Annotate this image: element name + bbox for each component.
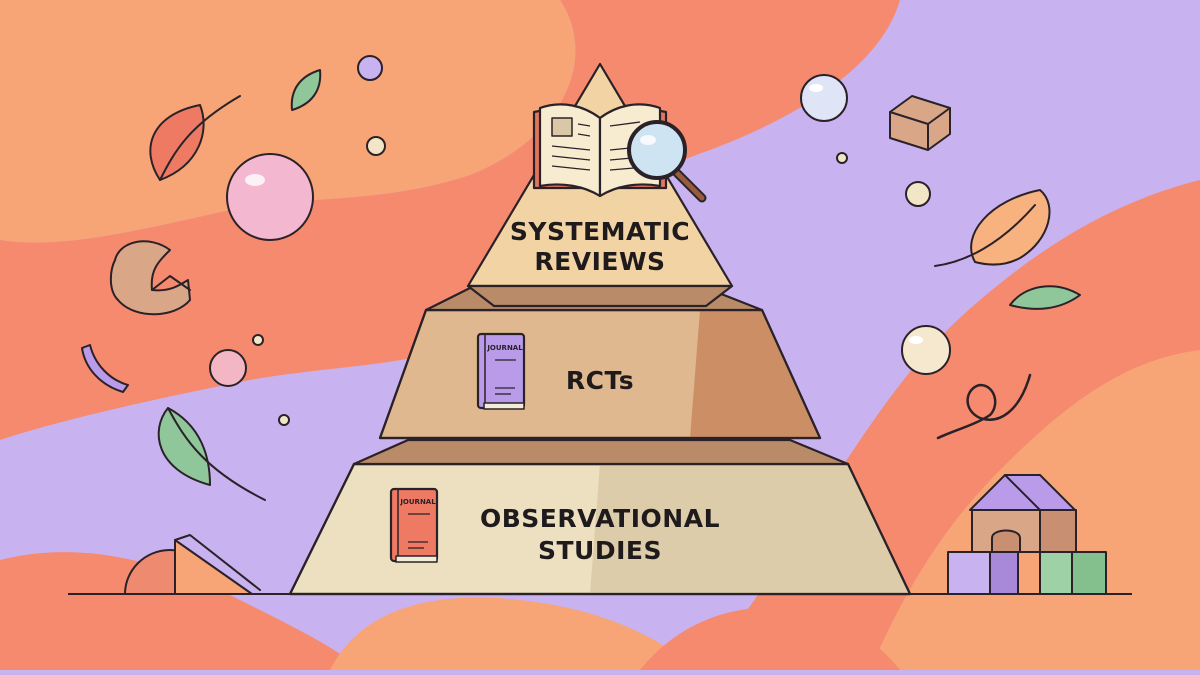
tier-bottom-shade — [590, 464, 910, 594]
decorations-left — [81, 55, 386, 595]
background-bottom-center-orange — [330, 597, 700, 670]
orange-leaf-stem — [934, 204, 1036, 267]
wedge-block-edge — [174, 534, 261, 591]
journal-book-icon: JOURNAL — [389, 487, 439, 563]
tier-bottom-label-line1: OBSERVATIONAL — [480, 504, 720, 533]
small-cream-bubble-2 — [905, 181, 931, 207]
purple-arc-icon — [81, 344, 129, 393]
bubble-highlight-3 — [909, 336, 923, 344]
tier-bottom-label-line2: STUDIES — [538, 536, 662, 565]
background-orange-blob — [0, 0, 576, 243]
toy-blocks-house-icon — [947, 474, 1107, 595]
green-leaf-icon — [290, 69, 322, 111]
small-purple-bubble — [357, 55, 383, 81]
background-bottom-left-coral — [0, 552, 360, 670]
green-leaf-right-icon — [1009, 285, 1081, 310]
green-leaf-stem — [167, 407, 266, 501]
tier-top-label-line2: REVIEWS — [534, 247, 665, 276]
coral-leaf-stem — [159, 95, 241, 181]
tier-top-bottom-face — [466, 284, 734, 308]
tier-middle-label: RCTs — [566, 366, 634, 395]
tiny-cream-bubble-2 — [278, 414, 290, 426]
tier-top-label-line1: SYSTEMATIC — [510, 217, 690, 246]
half-ring-block-edge — [151, 275, 191, 291]
bubble-highlight — [245, 174, 265, 186]
open-book-with-magnifier-icon — [532, 103, 707, 203]
tier-middle: JOURNAL RCTs — [378, 286, 822, 440]
squiggle-icon — [936, 373, 1032, 440]
bubble-highlight-2 — [809, 84, 823, 92]
tier-middle-shade — [690, 310, 820, 438]
background-bottom-center-coral — [640, 607, 900, 670]
tier-bottom-top-face — [352, 438, 850, 466]
coral-leaf-icon — [149, 104, 205, 181]
pale-blue-bubble — [800, 74, 848, 122]
small-cream-bubble — [366, 136, 386, 156]
pink-bubble — [209, 349, 247, 387]
green-leaf-large-icon — [157, 407, 211, 486]
cream-bubble — [901, 325, 951, 375]
orange-leaf-icon — [970, 189, 1051, 266]
decorations-right — [800, 74, 1107, 595]
tiny-cream-bubble — [252, 334, 264, 346]
tier-top: SYSTEMATIC REVIEWS — [466, 62, 734, 308]
background-coral-band — [0, 0, 900, 440]
evidence-pyramid: JOURNAL OBSERVATIONAL STUDIES JOURNAL — [288, 62, 912, 596]
half-ring-block-icon — [109, 240, 191, 316]
cube-edges — [889, 107, 951, 151]
journal-book-label-2: JOURNAL — [486, 344, 523, 352]
large-pink-bubble — [226, 153, 314, 241]
tier-bottom: JOURNAL OBSERVATIONAL STUDIES — [288, 438, 912, 596]
tiny-cream-bubble-3 — [836, 152, 848, 164]
journal-book-icon-2: JOURNAL — [476, 332, 526, 410]
cube-icon — [889, 95, 951, 151]
journal-book-label: JOURNAL — [399, 498, 436, 506]
